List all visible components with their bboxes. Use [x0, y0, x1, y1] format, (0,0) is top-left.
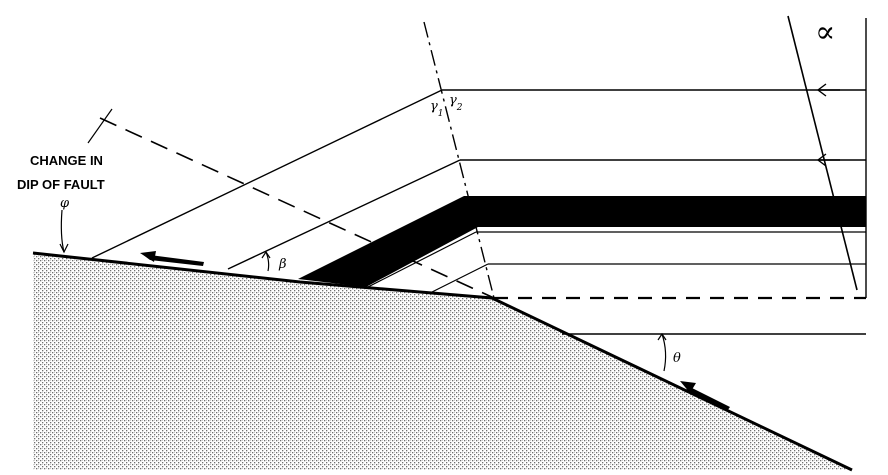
fault-dip-change-line [99, 117, 495, 299]
bed-arrow-lower [816, 153, 840, 167]
angle-gamma1-label: γ1 [430, 99, 444, 119]
angle-beta-arrowhead [261, 250, 271, 259]
angle-theta-label: θ [673, 351, 681, 366]
fault-plane [32, 251, 853, 472]
angle-beta-label: β [278, 257, 287, 272]
annotation-change-in: CHANGE IN [30, 153, 103, 168]
angle-phi-arrowhead [59, 243, 69, 254]
angle-theta-arrowhead [657, 332, 667, 341]
footwall-block [33, 253, 852, 470]
annotation-leader [87, 108, 113, 144]
bed-arrow-upper [816, 83, 840, 97]
angle-phi-label: φ [60, 196, 70, 211]
slip-arrow-upper-ramp [140, 251, 204, 266]
angle-phi-arc [60, 209, 65, 253]
bed-line-4 [365, 231, 477, 289]
axial-surface [423, 21, 495, 299]
bed-line-upper [91, 89, 443, 259]
inclined-line-alpha [787, 15, 858, 291]
slip-arrow-lower-ramp [680, 381, 730, 411]
bed-line-5 [431, 263, 489, 293]
angle-alpha-label: ∝ [815, 15, 835, 50]
bed-line-2 [227, 159, 461, 270]
angle-theta-arc [661, 333, 667, 372]
marker-bed [298, 196, 866, 287]
annotation-dip-of-fault: DIP OF FAULT [17, 177, 105, 192]
angle-gamma2-label: γ2 [449, 93, 463, 113]
